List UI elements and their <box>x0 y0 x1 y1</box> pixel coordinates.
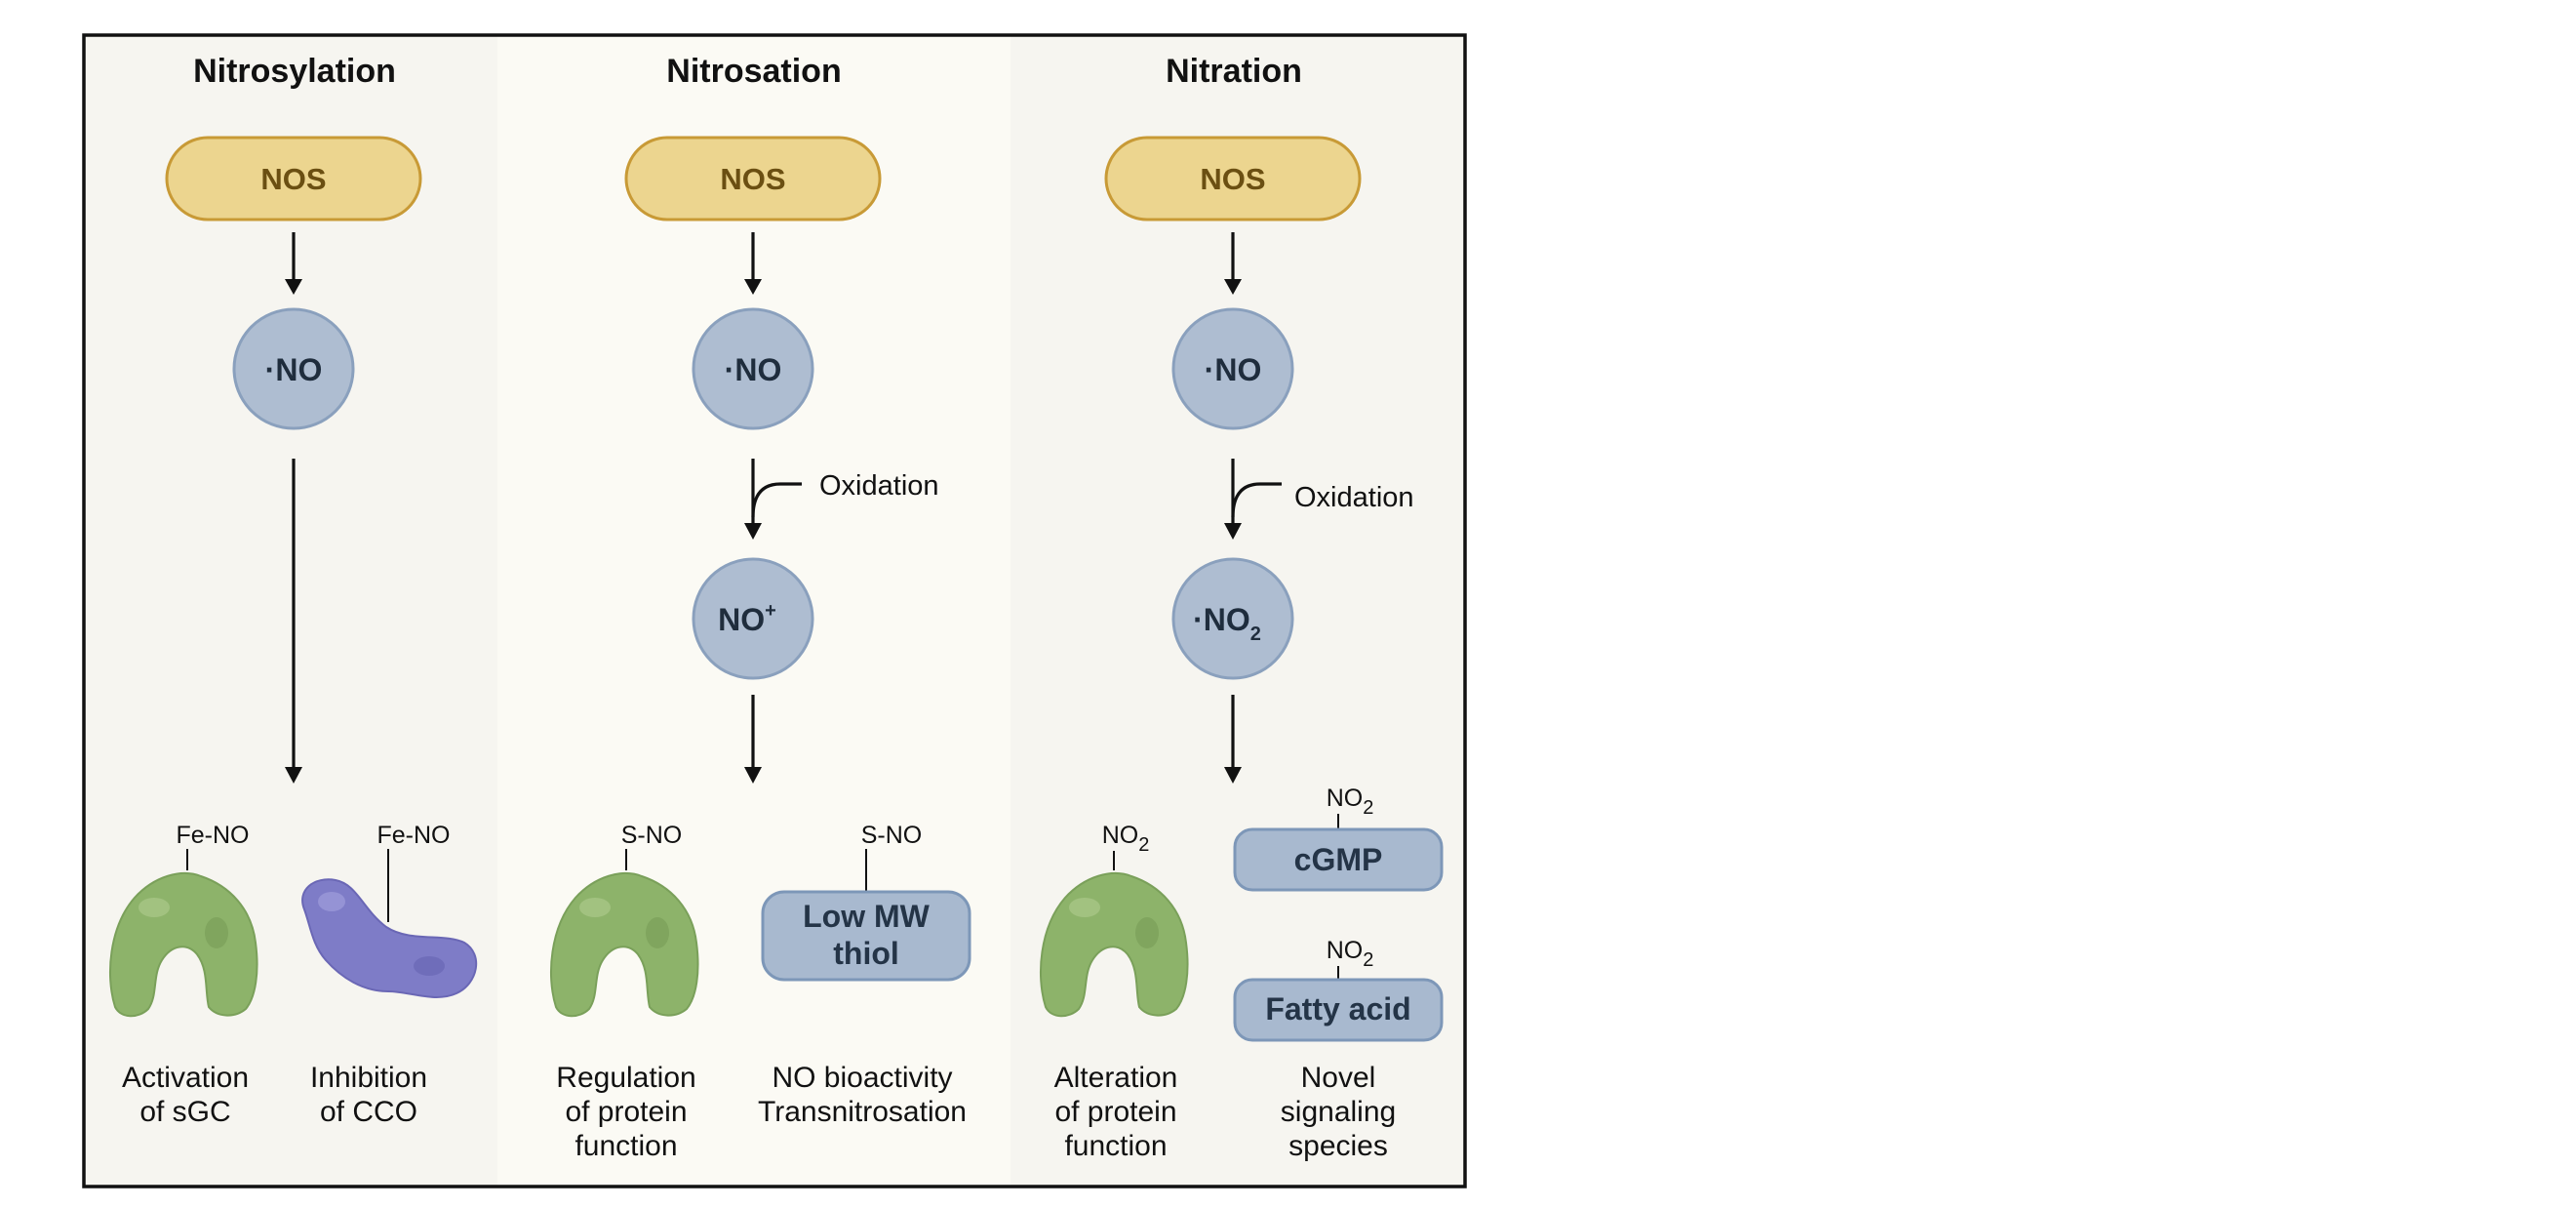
no-radical-label: ·NO <box>725 352 782 387</box>
thiol-label-line2: thiol <box>833 936 899 971</box>
title-nitrosation: Nitrosation <box>666 53 841 90</box>
outcome-regulation-line1: Regulation <box>556 1062 695 1094</box>
outcome-regulation-line2: of protein <box>565 1096 687 1128</box>
nos-pill-nitrosation: NOS <box>624 136 882 221</box>
s-no-tag-protein: S-NO <box>621 822 683 849</box>
no2-tag-cgmp: NO2 <box>1327 785 1374 819</box>
outcome-activation-line2: of sGC <box>139 1096 230 1128</box>
thiol-label-line1: Low MW <box>803 899 931 934</box>
no-radical-circle-3: ·NO <box>1171 307 1294 430</box>
no2-tag-protein: NO2 <box>1102 822 1150 856</box>
low-mw-thiol-box: Low MW thiol <box>761 890 971 982</box>
fatty-acid-box: Fatty acid <box>1233 978 1444 1042</box>
outcome-activation-line1: Activation <box>122 1062 249 1094</box>
title-nitration: Nitration <box>1166 53 1302 90</box>
protein-icon <box>549 871 699 1018</box>
outcome-novel-line1: Novel <box>1301 1062 1376 1094</box>
nos-pill-nitrosylation: NOS <box>165 136 422 221</box>
outcome-alteration-line2: of protein <box>1054 1096 1176 1128</box>
outcome-bioactivity-line2: Transnitrosation <box>758 1096 967 1128</box>
arrow-nos-to-no-1 <box>285 232 302 295</box>
nos-pill-nitration: NOS <box>1104 136 1362 221</box>
title-nitrosylation: Nitrosylation <box>193 53 396 90</box>
no-radical-label: ·NO <box>265 352 323 387</box>
fe-no-tag-cco: Fe-NO <box>377 822 451 849</box>
nitrosonium-circle: NO+ <box>692 557 814 680</box>
outcome-bioactivity-line1: NO bioactivity <box>772 1062 952 1094</box>
outcome-alteration-line3: function <box>1064 1130 1167 1162</box>
cgmp-label: cGMP <box>1294 842 1383 877</box>
s-no-tag-thiol: S-NO <box>861 822 923 849</box>
arrow-nos-to-no-2 <box>744 232 762 295</box>
oxidation-arrow-2 <box>744 459 802 540</box>
arrow-no2-to-outcomes <box>1224 695 1242 784</box>
outcome-alteration-line1: Alteration <box>1054 1062 1178 1094</box>
outcome-novel-line3: species <box>1288 1130 1388 1162</box>
protein-icon <box>1039 871 1189 1018</box>
arrow-no-to-proteins-1 <box>285 459 302 784</box>
no-radical-circle-2: ·NO <box>692 307 814 430</box>
outcome-novel-line2: signaling <box>1281 1096 1396 1128</box>
outcome-regulation-line3: function <box>575 1130 677 1162</box>
oxidation-arrow-3 <box>1224 459 1282 540</box>
nitrosonium-label: NO+ <box>718 600 776 637</box>
nos-label: NOS <box>1200 162 1265 196</box>
enzyme-icon <box>301 878 478 998</box>
nitrogen-dioxide-label: ·NO2 <box>1193 602 1261 645</box>
nos-label: NOS <box>720 162 785 196</box>
fatty-acid-label: Fatty acid <box>1265 991 1410 1027</box>
no2-tag-fatty-acid: NO2 <box>1327 937 1374 971</box>
oxidation-label-nitration: Oxidation <box>1294 482 1414 513</box>
outcome-inhibition-line1: Inhibition <box>310 1062 427 1094</box>
no-radical-circle-1: ·NO <box>232 307 355 430</box>
fe-no-tag-sgc: Fe-NO <box>177 822 250 849</box>
diagram-border <box>82 33 1467 1188</box>
no-radical-label: ·NO <box>1205 352 1262 387</box>
arrow-nos-to-no-3 <box>1224 232 1242 295</box>
outcome-inhibition-line2: of CCO <box>320 1096 417 1128</box>
arrow-no-plus-to-outcomes <box>744 695 762 784</box>
nos-label: NOS <box>260 162 326 196</box>
protein-icon <box>108 871 258 1018</box>
cgmp-box: cGMP <box>1233 827 1444 892</box>
nitrogen-dioxide-circle: ·NO2 <box>1171 557 1294 680</box>
oxidation-label-nitrosation: Oxidation <box>819 470 939 502</box>
